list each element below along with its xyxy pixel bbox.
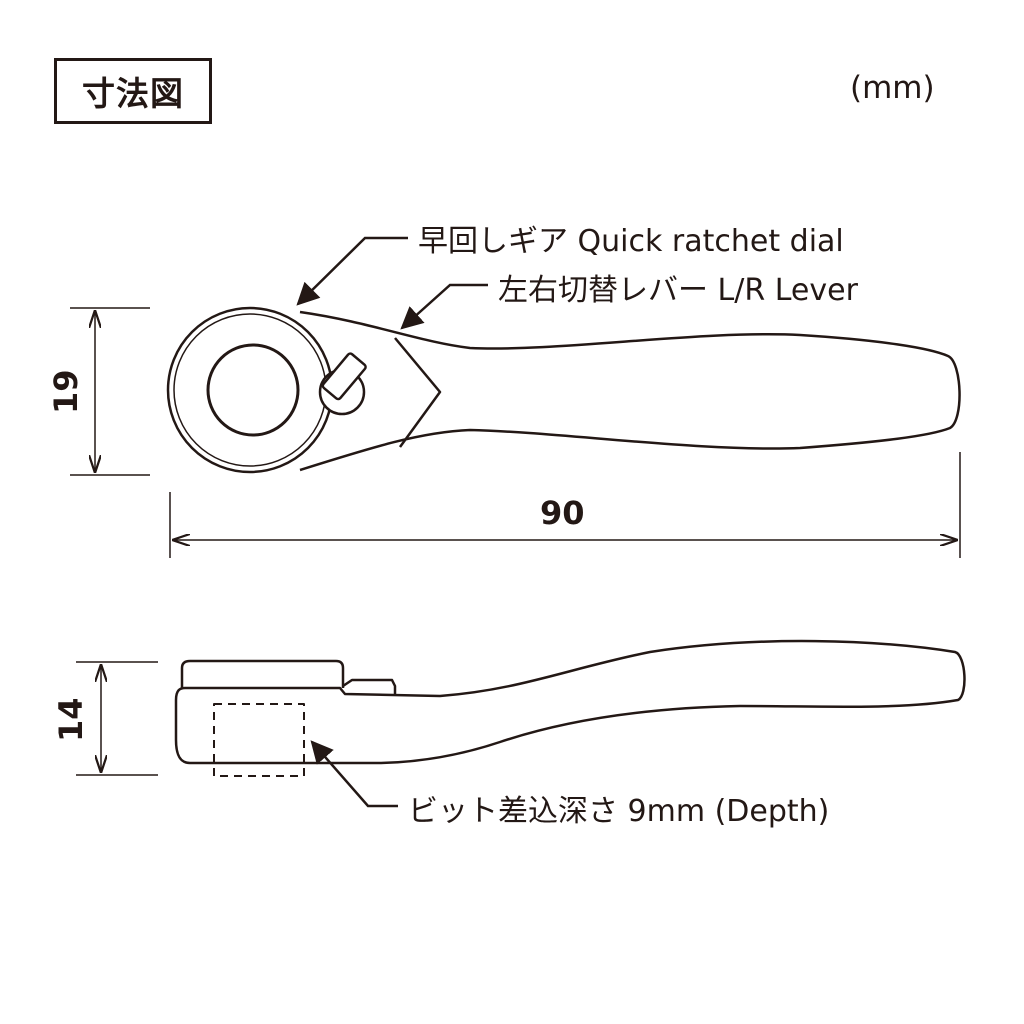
lever-leader [400,283,488,330]
quick-dial [206,343,300,437]
callout-leader-depth [310,740,398,808]
top-view [166,306,961,474]
side-lever [342,678,397,694]
lever-callout-label: 左右切替レバー L/R Lever [498,273,858,308]
side-view [174,639,966,777]
gear-callout-label: 早回しギア Quick ratchet dial [418,224,844,259]
dim-14 [76,661,158,776]
callout-leaders-top [296,236,488,330]
side-body-outline [174,639,966,765]
lr-lever [321,352,367,401]
top-head-rim [173,313,327,467]
dim-90-label: 90 [540,494,585,532]
side-dial [180,659,345,688]
dim-90 [169,452,961,558]
gear-leader [296,236,408,306]
depth-callout-label: ビット差込深さ 9mm (Depth) [408,794,830,829]
top-head-outer [166,306,334,474]
units-label: (mm) [850,70,935,106]
dim-19-label: 19 [47,369,85,414]
drawing-title: 寸法図 [54,58,212,124]
dim-14-label: 14 [52,697,90,742]
bit-socket [213,703,305,777]
top-handle-outline [299,310,961,472]
dim-19 [70,307,150,476]
top-neck [394,337,442,448]
